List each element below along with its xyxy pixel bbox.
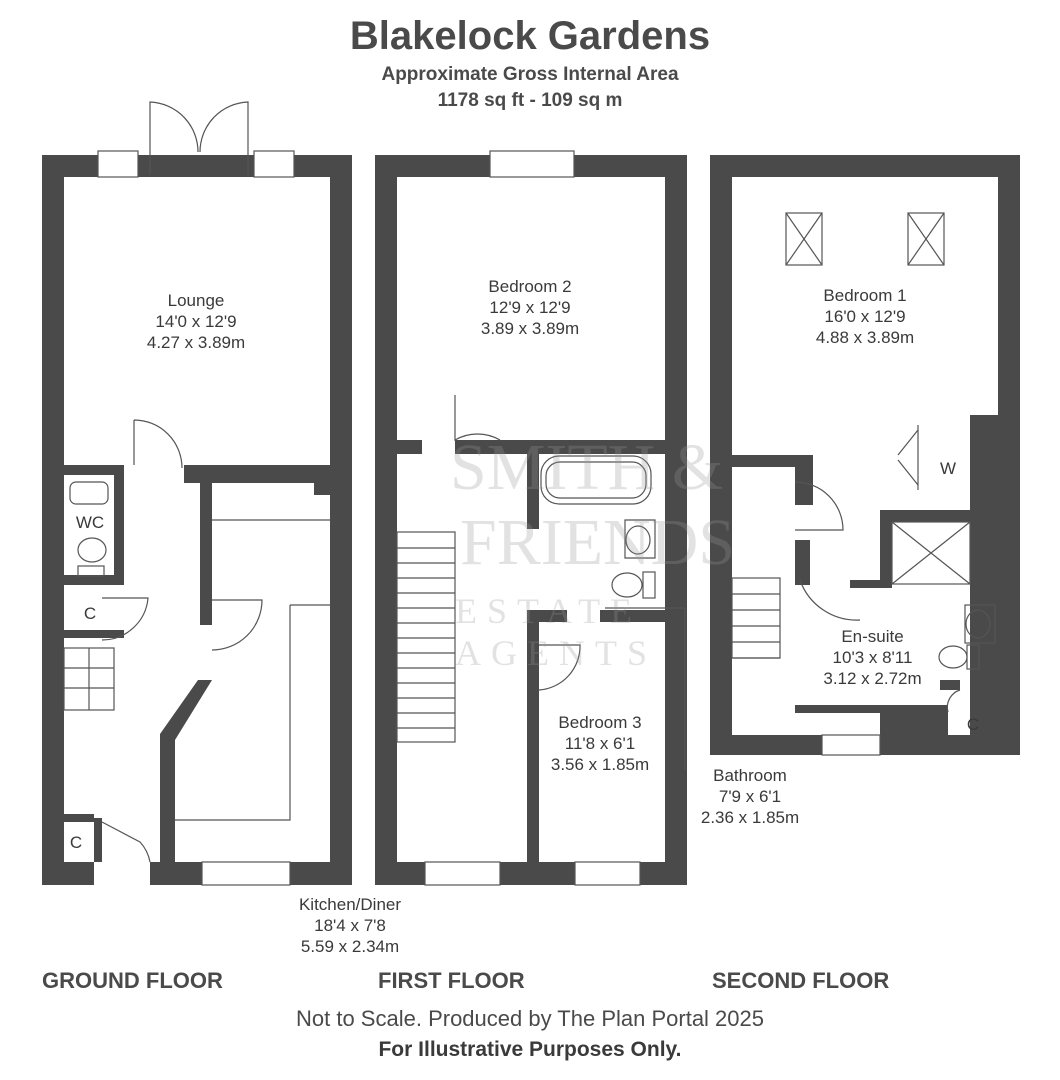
room-bathroom: Bathroom 7'9 x 6'1 2.36 x 1.85m: [680, 765, 820, 828]
bathroom-metric: 2.36 x 1.85m: [700, 808, 800, 827]
lounge-name: Lounge: [167, 291, 225, 310]
bedroom3-imperial: 11'8 x 6'1: [564, 734, 636, 753]
room-en-suite: En-suite 10'3 x 8'11 3.12 x 2.72m: [800, 626, 945, 689]
room-cupboard-ground-2: C: [62, 832, 90, 853]
wardrobe-name: W: [939, 459, 957, 478]
bedroom2-imperial: 12'9 x 12'9: [489, 298, 571, 317]
room-bedroom-3: Bedroom 3 11'8 x 6'1 3.56 x 1.85m: [530, 712, 670, 775]
bedroom3-metric: 3.56 x 1.85m: [550, 755, 650, 774]
gross-area: 1178 sq ft - 109 sq m: [437, 90, 623, 111]
label-second-floor: SECOND FLOOR: [712, 968, 890, 993]
room-lounge: Lounge 14'0 x 12'9 4.27 x 3.89m: [116, 290, 276, 353]
ground-wall-right: [330, 155, 352, 885]
cupboard-ground-1-name: C: [83, 604, 97, 623]
kitchen-metric: 5.59 x 2.34m: [300, 937, 400, 956]
kitchen-imperial: 18'4 x 7'8: [314, 916, 386, 935]
room-cupboard-ground-1: C: [72, 603, 108, 624]
ground-wall-bottom-right: [290, 862, 352, 885]
lounge-metric: 4.27 x 3.89m: [146, 333, 246, 352]
ensuite-name: En-suite: [841, 627, 904, 646]
room-kitchen-diner: Kitchen/Diner 18'4 x 7'8 5.59 x 2.34m: [270, 894, 430, 957]
ground-wall-top: [42, 155, 352, 177]
ground-wall-bottom-mid: [150, 862, 202, 885]
bathroom-name: Bathroom: [713, 766, 787, 785]
ground-wall-bottom-left: [42, 862, 94, 885]
bedroom2-metric: 3.89 x 3.89m: [480, 319, 580, 338]
bathroom-imperial: 7'9 x 6'1: [718, 787, 782, 806]
ground-wall-left: [42, 155, 64, 885]
lounge-imperial: 14'0 x 12'9: [155, 312, 237, 331]
label-ground-floor: GROUND FLOOR: [42, 968, 223, 993]
ensuite-metric: 3.12 x 2.72m: [823, 669, 922, 688]
walls: [42, 155, 1020, 885]
bedroom3-name: Bedroom 3: [558, 713, 642, 732]
bedroom1-name: Bedroom 1: [823, 286, 907, 305]
cupboard-second-name: C: [966, 715, 980, 734]
bedroom1-metric: 4.88 x 3.89m: [815, 328, 915, 347]
footer-illustrative: For Illustrative Purposes Only.: [378, 1038, 682, 1061]
plan-title: Blakelock Gardens: [349, 14, 711, 58]
kitchen-name: Kitchen/Diner: [298, 895, 402, 914]
wc-name: WC: [75, 513, 105, 532]
plan-subtitle: Approximate Gross Internal Area: [381, 64, 679, 85]
room-bedroom-1: Bedroom 1 16'0 x 12'9 4.88 x 3.89m: [790, 285, 940, 348]
ensuite-imperial: 10'3 x 8'11: [832, 648, 913, 667]
footer-disclaimer: Not to Scale. Produced by The Plan Porta…: [296, 1006, 764, 1031]
label-first-floor: FIRST FLOOR: [378, 968, 525, 993]
room-wardrobe: W: [930, 458, 966, 479]
bedroom1-imperial: 16'0 x 12'9: [824, 307, 906, 326]
bedroom2-name: Bedroom 2: [488, 277, 572, 296]
cupboard-ground-2-name: C: [69, 833, 83, 852]
room-cupboard-second: C: [960, 714, 986, 735]
room-wc: WC: [66, 512, 114, 533]
room-bedroom-2: Bedroom 2 12'9 x 12'9 3.89 x 3.89m: [450, 276, 610, 339]
fixtures: [63, 101, 996, 886]
